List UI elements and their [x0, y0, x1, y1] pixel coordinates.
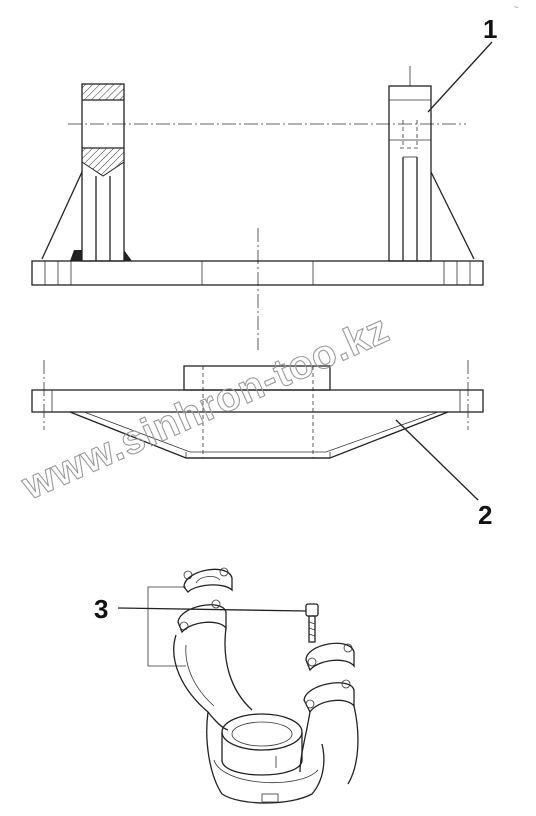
callout-3: 3 [94, 594, 307, 624]
callout-1: 1 [427, 14, 497, 113]
callout-label-2: 2 [478, 500, 492, 530]
callout-2: 2 [395, 419, 492, 530]
fixture-bottom-part [31, 360, 484, 459]
watermark-text: www.sinhron-too.kz [15, 307, 396, 509]
bolt [305, 603, 319, 643]
callout-label-3: 3 [94, 594, 108, 624]
callout-label-1: 1 [483, 14, 497, 44]
yoke-assembly [147, 567, 359, 804]
fixture-top-part [31, 66, 484, 350]
corner-mark: ~ [514, 3, 519, 12]
